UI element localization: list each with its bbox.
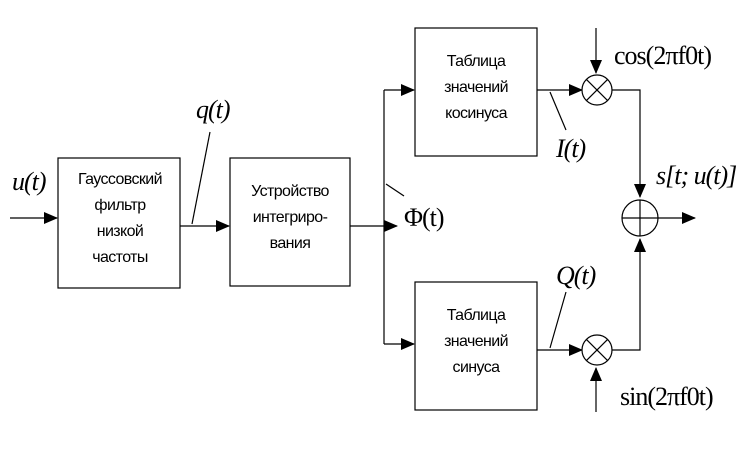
sin-table-line-3: синуса [453,359,501,376]
phi-label-leader [385,183,405,197]
filter-output-label: q(t) [196,95,230,124]
output-signal-label: s[t; u(t)] [656,161,736,190]
gauss-filter-line-4: частоты [92,249,148,266]
cos-table-line-3: косинуса [445,105,507,122]
gauss-filter-line-1: Гауссовский [78,171,162,188]
i-signal-label: I(t) [555,134,586,163]
sin-carrier-label: sin(2πf0t) [620,382,713,411]
sin-table-line-2: значений [444,333,508,350]
adder [621,199,659,237]
integrator-line-1: Устройство [251,183,329,200]
integrator-line-2: интегриро- [253,209,328,226]
phase-label: Φ(t) [404,203,444,232]
q-signal-label: Q(t) [556,261,596,290]
cos-table-line-1: Таблица [447,53,506,70]
sin-mixer [581,334,613,366]
cos-table-line-2: значений [444,79,508,96]
cos-table-block: Таблица значений косинуса [414,27,538,157]
gauss-filter-line-2: фильтр [94,197,146,214]
connections [10,28,696,412]
q-branch-label-leader [549,291,567,349]
i-label-leader [549,91,567,131]
cos-carrier-label: cos(2πf0t) [614,41,711,70]
sin-table-line-1: Таблица [447,307,506,324]
cos-mixer [581,74,613,106]
integrator-line-3: вания [270,235,311,252]
gauss-filter-block: Гауссовский фильтр низкой частоты [57,157,181,289]
q-label-leader [191,131,211,225]
integrator-block: Устройство интегриро- вания [229,157,351,287]
q-branch-to-adder-arrow [612,238,646,351]
sin-table-block: Таблица значений синуса [414,281,538,411]
i-branch-to-adder-arrow [612,89,646,198]
gauss-filter-line-3: низкой [97,223,144,240]
input-signal-label: u(t) [12,167,46,196]
